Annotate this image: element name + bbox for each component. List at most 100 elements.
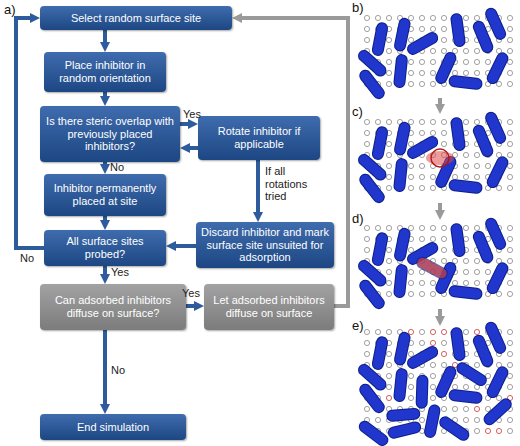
surface-site xyxy=(364,15,369,20)
process-box: Place inhibitor in random orientation xyxy=(44,52,166,92)
surface-site xyxy=(419,291,424,296)
surface-site xyxy=(364,340,369,345)
inhibitor-rod xyxy=(462,368,481,380)
surface-site xyxy=(507,163,512,168)
surface-site xyxy=(507,362,512,367)
surface-site xyxy=(419,70,424,75)
surface-site xyxy=(386,59,391,64)
surface-site xyxy=(507,225,512,230)
surface-site xyxy=(496,428,501,433)
surface-site xyxy=(441,48,446,53)
surface-site xyxy=(463,26,468,31)
surface-site xyxy=(386,329,391,334)
box-text: Select random surface site xyxy=(71,12,201,25)
surface-site xyxy=(386,152,391,157)
surface-site xyxy=(474,417,479,422)
surface-site xyxy=(430,291,435,296)
inhibitor-rod xyxy=(400,374,402,396)
surface-site xyxy=(441,141,446,146)
surface-site xyxy=(375,119,380,124)
inhibitor-rod xyxy=(365,180,379,197)
flow-arrow xyxy=(103,162,107,164)
inhibitor-rod xyxy=(493,268,503,288)
surface-site xyxy=(386,15,391,20)
surface-site xyxy=(386,174,391,179)
surface-site xyxy=(507,428,512,433)
surface-site xyxy=(507,174,512,179)
inhibitor-rod xyxy=(400,24,404,46)
inhibitor-rod xyxy=(457,123,460,145)
inhibitor-rod xyxy=(455,291,477,294)
process-box: Rotate inhibitor if applicable xyxy=(198,116,320,160)
surface-site xyxy=(419,174,424,179)
surface-site xyxy=(430,59,435,64)
surface-site xyxy=(452,174,457,179)
panel-letter: d) xyxy=(352,211,364,226)
inhibitor-rod xyxy=(364,370,380,385)
inhibitor-rod xyxy=(457,333,460,355)
surface-site xyxy=(364,236,369,241)
surface-site xyxy=(452,384,457,389)
surface-site xyxy=(474,48,479,53)
inhibitor-rod xyxy=(457,333,460,355)
surface-site xyxy=(507,351,512,356)
surface-site xyxy=(364,329,369,334)
surface-site xyxy=(441,406,446,411)
box-text: End simulation xyxy=(77,421,149,434)
flow-arrow xyxy=(103,92,107,96)
inhibitor-rod xyxy=(400,270,402,292)
edge-label: No xyxy=(20,252,50,265)
surface-site xyxy=(419,26,424,31)
surface-site xyxy=(419,15,424,20)
surface-site xyxy=(408,373,413,378)
inhibitor-rod xyxy=(413,38,432,49)
flow-arrow xyxy=(103,30,107,42)
surface-site xyxy=(386,163,391,168)
surface-site xyxy=(430,185,435,190)
inhibitor-rod xyxy=(491,328,500,348)
surface-site xyxy=(430,395,435,400)
panel-letter: a) xyxy=(4,2,16,17)
inhibitor-rod xyxy=(479,27,487,47)
surface-site xyxy=(430,384,435,389)
surface-site xyxy=(441,37,446,42)
inhibitor-rod xyxy=(378,28,382,50)
surface-site xyxy=(430,70,435,75)
surface-site xyxy=(452,280,457,285)
inhibitor-rod xyxy=(457,229,460,251)
edge-label: Yes xyxy=(182,287,208,300)
box-text: Place inhibitor in random orientation xyxy=(49,59,161,84)
inhibitor-rod xyxy=(493,372,503,392)
inhibitor-rod xyxy=(400,338,404,360)
inhibitor-rod xyxy=(457,19,460,41)
surface-site xyxy=(474,59,479,64)
surface-site xyxy=(430,225,435,230)
inhibitor-rod xyxy=(455,395,477,398)
rotation-ring xyxy=(431,149,449,167)
process-box: Discard inhibitor and mark surface site … xyxy=(196,222,334,268)
panel-letter: c) xyxy=(352,104,363,119)
inhibitor-rod xyxy=(479,131,487,151)
inhibitor-rod xyxy=(493,58,503,78)
surface-site xyxy=(463,152,468,157)
inhibitor-rod xyxy=(400,60,402,82)
surface-site xyxy=(463,329,468,334)
surface-site xyxy=(364,119,369,124)
inhibitor-rod xyxy=(455,81,477,84)
surface-site xyxy=(474,362,479,367)
inhibitor-rod xyxy=(493,162,503,182)
surface-site xyxy=(386,269,391,274)
surface-site xyxy=(386,225,391,230)
surface-site xyxy=(507,15,512,20)
surface-site xyxy=(507,119,512,124)
inhibitor-rod xyxy=(479,27,487,47)
surface-site xyxy=(408,395,413,400)
surface-site xyxy=(474,70,479,75)
surface-site xyxy=(463,15,468,20)
process-box: Inhibitor permanently placed at site xyxy=(44,174,166,216)
inhibitor-rod xyxy=(455,81,477,84)
surface-site xyxy=(474,329,479,334)
inhibitor-rod xyxy=(378,238,382,260)
inhibitor-rod xyxy=(493,372,503,392)
surface-site xyxy=(507,81,512,86)
